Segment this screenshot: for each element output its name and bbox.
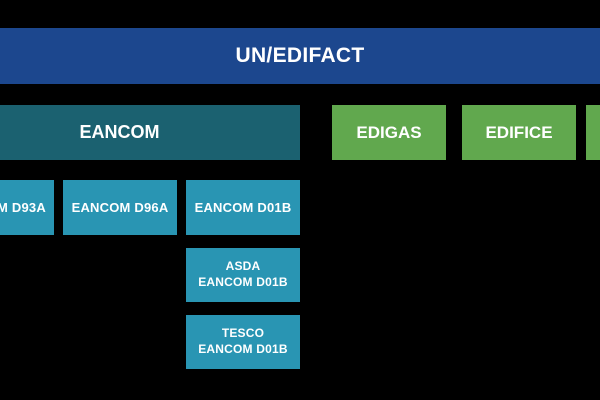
node-asda-eancom-d01b: ASDA EANCOM D01B [186,248,300,302]
node-asda-line2: EANCOM D01B [198,275,288,289]
node-edigas-label: EDIGAS [356,122,422,142]
node-eancom-d93a-label: EANCOM D93A [0,200,46,215]
node-eancom-d96a: EANCOM D96A [63,180,177,235]
node-eancom-d01b: EANCOM D01B [186,180,300,235]
node-asda-line1: ASDA [225,259,261,274]
node-clipped-right [586,105,600,160]
node-edifice-label: EDIFICE [485,122,553,142]
root-node-unedifact: UN/EDIFACT [0,28,600,84]
node-edifice: EDIFICE [462,105,576,160]
root-node-label: UN/EDIFACT [235,44,365,67]
node-tesco-eancom-d01b: TESCO EANCOM D01B [186,315,300,369]
node-edigas: EDIGAS [332,105,446,160]
node-eancom-label: EANCOM [79,122,160,142]
node-eancom: EANCOM [0,105,300,160]
node-eancom-d96a-label: EANCOM D96A [71,200,169,215]
node-eancom-d93a: EANCOM D93A [0,180,54,235]
node-tesco-line1: TESCO [221,326,265,341]
node-eancom-d01b-label: EANCOM D01B [194,200,292,215]
node-tesco-line2: EANCOM D01B [198,342,288,356]
